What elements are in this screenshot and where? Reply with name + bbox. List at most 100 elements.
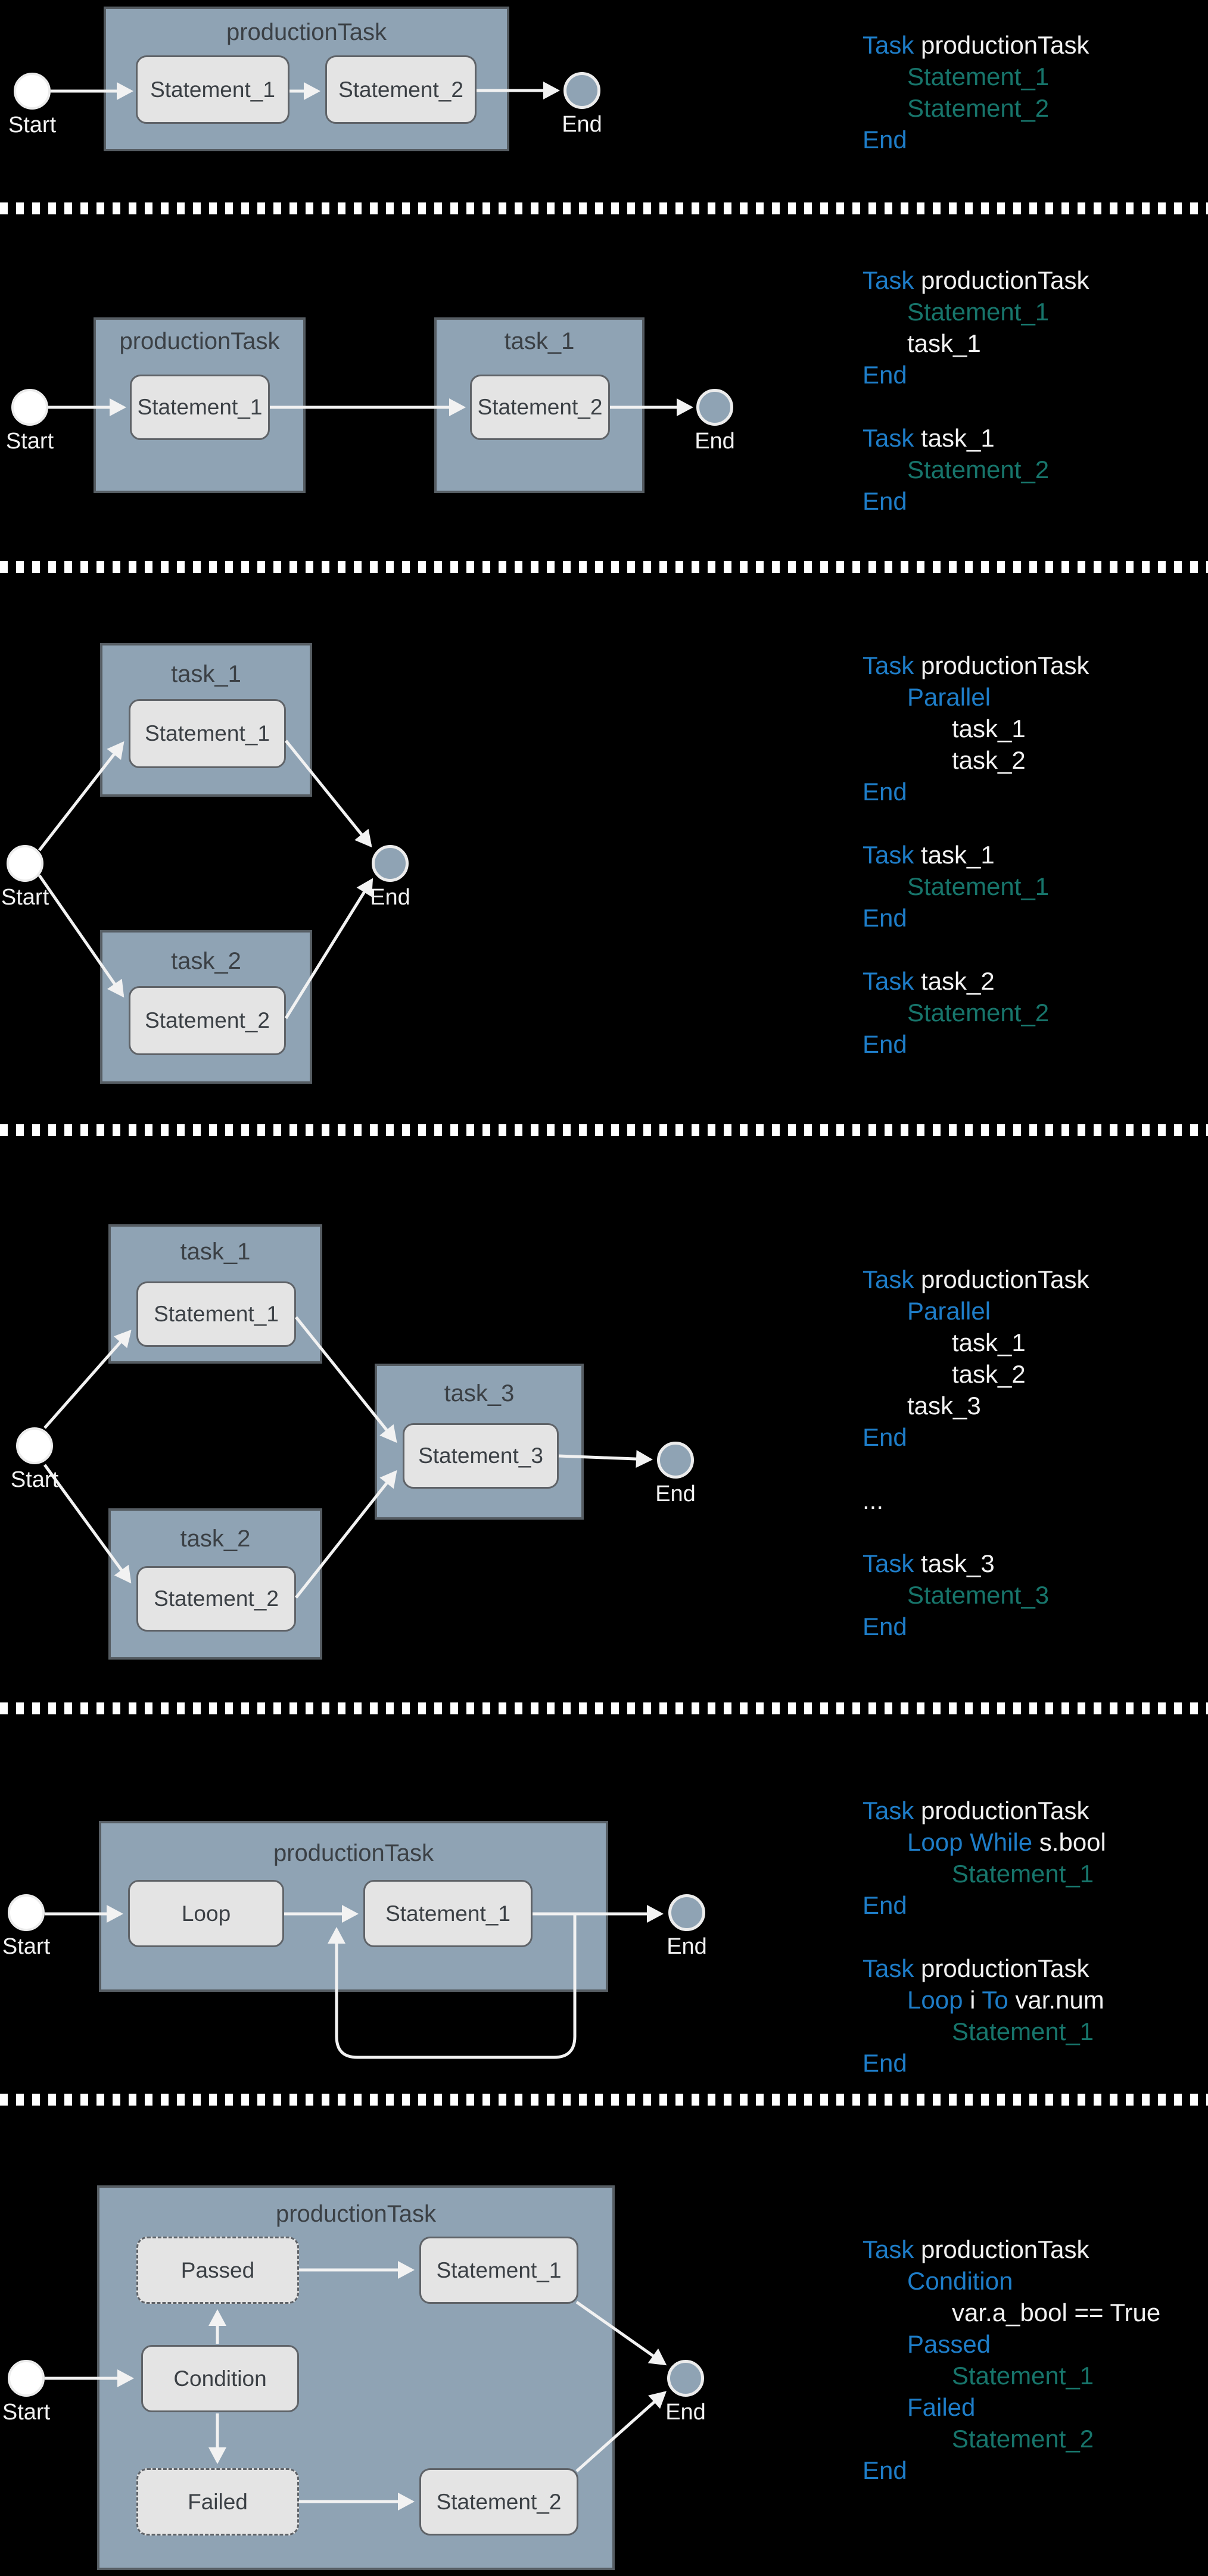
code-token: Statement_1 [907,63,1050,91]
task-box-title: productionTask [119,328,280,354]
end-node [696,389,733,426]
code-token: productionTask [921,1797,1089,1825]
code-token: Statement_1 [907,298,1050,326]
code-token: Task [863,1954,921,1982]
code-token: productionTask [921,266,1089,294]
code-token: End [863,904,907,932]
code-line [863,1921,1106,1953]
code-line: End [863,2047,1106,2079]
code-line: Statement_1 [863,871,1089,902]
code-line: var.a_bool == True [863,2297,1160,2328]
statement-node: Statement_2 [419,2468,578,2536]
code-line: Task productionTask [863,29,1089,61]
start-node [11,389,48,426]
task-box-title: task_1 [171,661,241,687]
code-token: task_2 [952,1360,1026,1388]
code-line: Statement_1 [863,296,1089,328]
code-token: End [863,487,907,515]
end-node [372,845,409,882]
code-token: End [863,1613,907,1641]
code-line: Task productionTask [863,1264,1089,1295]
end-label: End [370,885,410,910]
code-token: var.a_bool == True [952,2299,1161,2326]
code-line: Statement_1 [863,1858,1106,1889]
code-line: Statement_3 [863,1579,1089,1611]
code-token: Statement_2 [907,456,1050,484]
start-node [8,2360,45,2397]
code-token: Loop While [907,1828,1039,1856]
code-token: task_1 [907,329,981,357]
code-token: var.num [1015,1986,1104,2014]
code-token: Task [863,1549,921,1577]
code-token: Task [863,31,921,59]
code-line: ... [863,1485,1089,1516]
code-token: Task [863,651,921,679]
code-token: End [863,126,907,154]
code-token: Task [863,2235,921,2263]
statement-node: Statement_3 [403,1423,559,1489]
statement-node: Statement_1 [129,699,286,768]
code-line: Task productionTask [863,264,1089,296]
section-divider [0,202,1208,214]
code-line [863,807,1089,839]
code-token: End [863,2049,907,2077]
code-token: End [863,2456,907,2484]
code-line: Parallel [863,1295,1089,1327]
start-node [14,73,51,110]
end-node [563,72,600,109]
code-line: Task task_2 [863,965,1089,997]
code-token: End [863,1030,907,1058]
code-token: productionTask [921,651,1089,679]
code-line: Statement_2 [863,92,1089,124]
code-line: End [863,1421,1089,1453]
statement-node: Statement_2 [129,986,286,1055]
code-token: Statement_1 [952,2362,1094,2390]
code-line [863,934,1089,965]
task-box-title: task_2 [171,948,241,974]
code-line [863,1453,1089,1485]
code-token: productionTask [921,31,1089,59]
code-line: Statement_2 [863,454,1089,485]
code-token: productionTask [921,1954,1089,1982]
code-token: End [863,1423,907,1451]
code-token: task_3 [907,1392,981,1420]
start-node [7,845,43,882]
code-line: task_2 [863,744,1089,776]
code-token: Passed [907,2330,991,2358]
statement-node: Statement_2 [136,1566,296,1632]
code-token: Statement_2 [952,2425,1094,2453]
code-token: task_3 [921,1549,995,1577]
task-box-title: task_2 [180,1526,251,1552]
code-line: task_2 [863,1358,1089,1390]
code-line: Task task_1 [863,839,1089,871]
code-line: Passed [863,2328,1160,2360]
start-label: Start [1,885,49,910]
code-token: task_1 [921,424,995,452]
code-token: End [863,778,907,806]
code-line: End [863,1889,1106,1921]
task-box-title: task_1 [180,1239,251,1265]
code-line: Task productionTask [863,1795,1106,1826]
start-label: Start [5,429,54,454]
loop-node: Loop [128,1880,284,1947]
code-line: task_1 [863,1327,1089,1358]
code-token: Task [863,266,921,294]
code-token: Task [863,967,921,995]
code-token: Parallel [907,1297,991,1325]
section-divider [0,561,1208,573]
code-line: Statement_1 [863,61,1089,92]
code-line: Statement_2 [863,2423,1160,2455]
code-token: Task [863,1265,921,1293]
passed-node: Passed [136,2237,299,2304]
code-line: End [863,1611,1089,1642]
statement-node: Statement_2 [470,375,610,440]
end-node [668,1894,705,1931]
task-box-title: task_3 [444,1380,515,1406]
code-line [863,391,1089,422]
code-token: Statement_1 [952,2017,1094,2045]
code-line: End [863,902,1089,934]
